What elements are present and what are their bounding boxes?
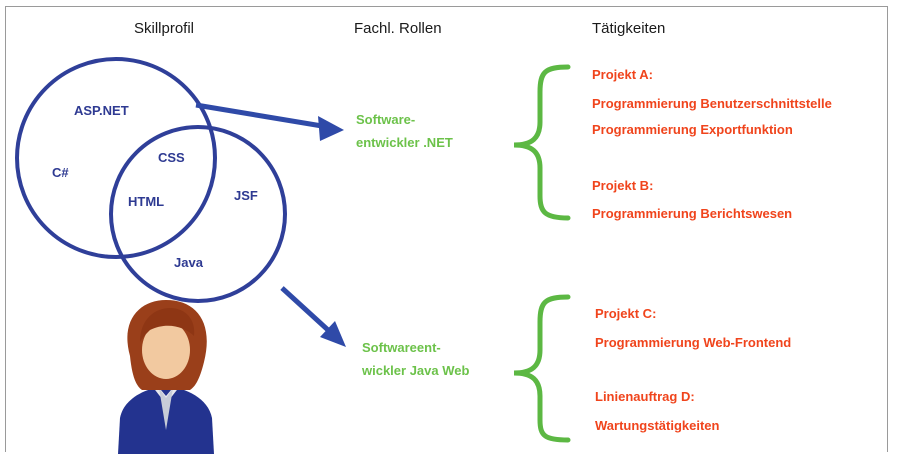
role-net: Software- entwickler .NET bbox=[356, 108, 453, 154]
task-projekt-c: Projekt C: bbox=[595, 306, 657, 321]
arrow-head-java-role bbox=[320, 321, 346, 347]
person-avatar-icon bbox=[118, 300, 214, 454]
brace-bottom bbox=[513, 294, 571, 443]
skill-circle-net bbox=[15, 57, 217, 259]
brace-top bbox=[513, 64, 571, 221]
role-net-line2: entwickler .NET bbox=[356, 135, 453, 150]
task-exportfunktion: Programmierung Exportfunktion bbox=[592, 122, 793, 137]
task-linienauftrag-d: Linienauftrag D: bbox=[595, 389, 695, 404]
role-java-line1: Softwareent- bbox=[362, 340, 441, 355]
skill-csharp: C# bbox=[52, 165, 69, 180]
task-projekt-b: Projekt B: bbox=[592, 178, 654, 193]
diagram-frame bbox=[5, 6, 888, 452]
skill-jsf: JSF bbox=[234, 188, 258, 203]
skill-circle-java bbox=[109, 125, 287, 303]
task-projekt-a: Projekt A: bbox=[592, 67, 653, 82]
header-taetigkeiten: Tätigkeiten bbox=[592, 20, 666, 37]
arrow-to-java-role bbox=[280, 286, 330, 332]
task-benutzerschnittstelle: Programmierung Benutzerschnittstelle bbox=[592, 96, 832, 111]
skill-html: HTML bbox=[128, 194, 165, 209]
arrow-to-net-role bbox=[195, 102, 323, 129]
role-net-line1: Software- bbox=[356, 112, 416, 127]
skill-aspnet: ASP.NET bbox=[74, 103, 129, 118]
role-java-web: Softwareent- wickler Java Web bbox=[362, 336, 469, 382]
header-fachliche-rollen: Fachl. Rollen bbox=[354, 20, 442, 37]
header-skillprofil: Skillprofil bbox=[134, 20, 195, 37]
role-java-line2: wickler Java Web bbox=[362, 363, 470, 378]
task-wartungstaetigkeiten: Wartungstätigkeiten bbox=[595, 418, 720, 433]
task-web-frontend: Programmierung Web-Frontend bbox=[595, 335, 792, 350]
task-berichtswesen: Programmierung Berichtswesen bbox=[592, 206, 793, 221]
arrow-head-net-role bbox=[318, 116, 344, 141]
skill-css: CSS bbox=[158, 150, 185, 165]
skill-java: Java bbox=[174, 255, 203, 270]
